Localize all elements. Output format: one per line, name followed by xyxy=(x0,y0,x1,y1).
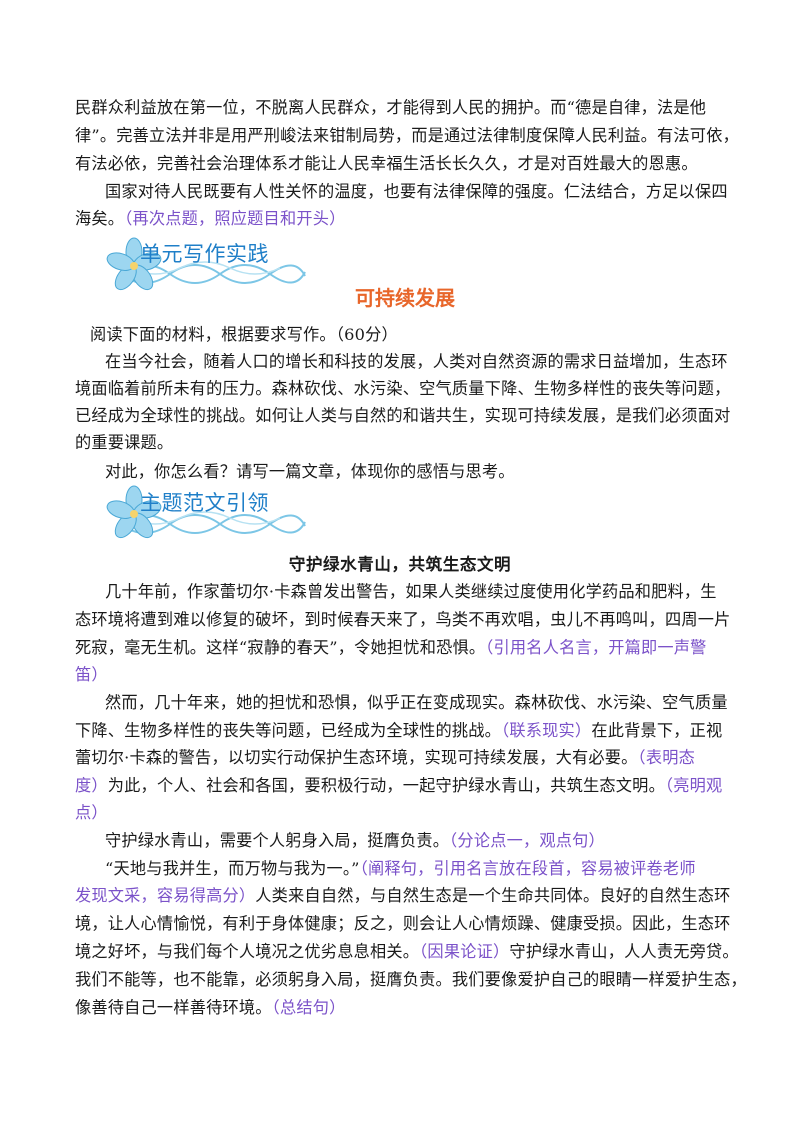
essay-text: 守护绿水青山，需要个人躬身入局，挺膺负责。 xyxy=(105,831,450,850)
section-banner-1 xyxy=(100,234,310,294)
essay-line: 几十年前，作家蕾切尔·卡森曾发出警告，如果人类继续过度使用化学药品和肥料，生 xyxy=(105,580,717,604)
essay-text: 守护绿水青山，人人责无旁贷。 xyxy=(509,942,739,961)
essay-text: 境之好坏，与我们每个人境况之优劣息息相关。 xyxy=(75,942,420,961)
essay-text: 几十年前，作家蕾切尔·卡森曾发出警告，如果人类继续过度使用化学药品和肥料，生 xyxy=(105,582,717,601)
annotation-note: 度） xyxy=(75,776,108,795)
annotation-note: 发现文采，容易得高分） xyxy=(75,886,256,905)
essay-line: 发现文采，容易得高分）人类来自自然，与自然生态是一个生命共同体。良好的自然生态环 xyxy=(75,884,731,908)
intro-line-3: 有法必依，完善社会治理体系才能让人民幸福生活长长久久，才是对百姓最大的恩惠。 xyxy=(75,154,698,173)
essay-line: 下降、生物多样性的丧失等问题，已经成为全球性的挑战。（联系现实）在此背景下，正视 xyxy=(75,719,722,743)
annotation-note: （分论点一，观点句） xyxy=(449,831,605,850)
essay-text: 境，让人心情愉悦，有利于身体健康；反之，则会让人心情烦躁、健康受损。因此，生态环 xyxy=(75,914,731,933)
essay-text: 然而，几十年来，她的担忧和恐惧，似乎正在变成现实。森林砍伐、水污染、空气质量 xyxy=(105,693,728,712)
annotation-note: （因果论证） xyxy=(419,942,510,961)
prompt-line-4: 已经成为全球性的挑战。如何让人类与自然的和谐共生，实现可持续发展，是我们必须面对 xyxy=(75,406,731,425)
annotation-note: （表明态 xyxy=(637,748,695,767)
section-title-model-essay: 主题范文引领 xyxy=(140,491,269,515)
wave-ribbon-icon xyxy=(119,511,306,534)
intro-line-5: 海矣。（再次点题，照应题目和开头） xyxy=(75,209,346,228)
intro-line-4: 国家对待人民既要有人性关怀的温度，也要有法律保障的强度。仁法结合，方足以保四 xyxy=(105,182,728,201)
prompt-line-5: 的重要课题。 xyxy=(75,433,174,452)
annotation-note: （亮明观 xyxy=(664,776,723,795)
annotation-note: 点） xyxy=(75,803,108,822)
flower-icon xyxy=(106,485,162,539)
annotation-note: （阐释句，引用名言放在段首，容易被评卷老师 xyxy=(359,859,696,878)
prompt-line-6: 对此，你怎么看？请写一篇文章，体现你的感悟与思考。 xyxy=(105,462,515,481)
essay-line: 守护绿水青山，需要个人躬身入局，挺膺负责。（分论点一，观点句） xyxy=(105,829,605,853)
essay-text: “天地与我并生，而万物与我为一。” xyxy=(105,859,360,878)
essay-text: 在此背景下，正视 xyxy=(591,721,723,740)
essay-line: 像善待自己一样善待环境。（总结句） xyxy=(75,996,346,1020)
annotation-note: （再次点题，照应题目和开头） xyxy=(124,209,346,228)
essay-line: 蕾切尔·卡森的警告，以切实行动保护生态环境，实现可持续发展，大有必要。（表明态 xyxy=(75,746,695,770)
essay-line: 我们不能等，也不能靠，必须躬身入局，挺膺负责。我们要像爱护自己的眼睛一样爱护生态… xyxy=(75,968,747,992)
annotation-note: （总结句） xyxy=(271,998,346,1017)
essay-line: 然而，几十年来，她的担忧和恐惧，似乎正在变成现实。森林砍伐、水污染、空气质量 xyxy=(105,691,728,715)
annotation-note: （引用名人名言，开篇即一声警 xyxy=(485,638,707,657)
essay-line: 境之好坏，与我们每个人境况之优劣息息相关。（因果论证）守护绿水青山，人人责无旁贷… xyxy=(75,940,739,964)
essay-line: 度）为此，个人、社会和各国，要积极行动，一起守护绿水青山，共筑生态文明。（亮明观 xyxy=(75,774,722,798)
essay-text: 像善待自己一样善待环境。 xyxy=(75,998,272,1017)
flower-icon xyxy=(106,237,162,291)
essay-line: 死寂，毫无生机。这样“寂静的春天”，令她担忧和恐惧。（引用名人名言，开篇即一声警 xyxy=(75,636,707,660)
prompt-line-2: 在当今社会，随着人口的增长和科技的发展，人类对自然资源的需求日益增加，生态环 xyxy=(105,352,728,371)
essay-title: 守护绿水青山，共筑生态文明 xyxy=(288,555,512,574)
essay-text: 我们不能等，也不能靠，必须躬身入局，挺膺负责。我们要像爱护自己的眼睛一样爱护生态… xyxy=(75,970,747,989)
essay-line: “天地与我并生，而万物与我为一。”（阐释句，引用名言放在段首，容易被评卷老师 xyxy=(105,857,696,881)
essay-text: 下降、生物多样性的丧失等问题，已经成为全球性的挑战。 xyxy=(75,721,502,740)
intro-line-1: 民群众利益放在第一位，不脱离人民群众，才能得到人民的拥护。而“德是自律，法是他 xyxy=(75,98,707,117)
annotation-note: （联系现实） xyxy=(501,721,592,740)
essay-text: 为此，个人、社会和各国，要积极行动，一起守护绿水青山，共筑生态文明。 xyxy=(107,776,665,795)
annotation-note: 笛） xyxy=(75,665,108,684)
section-banner-2 xyxy=(100,484,310,544)
essay-line: 点） xyxy=(75,801,108,825)
topic-title: 可持续发展 xyxy=(355,286,455,310)
essay-line: 笛） xyxy=(75,663,108,687)
essay-text: 态环境将遭到难以修复的破坏，到时候春天来了，鸟类不再欢唱，虫儿不再鸣叫，四周一片 xyxy=(75,610,731,629)
prompt-line-3: 境面临着前所未有的压力。森林砍伐、水污染、空气质量下降、生物多样性的丧失等问题， xyxy=(75,379,731,398)
intro-line-2: 律”。完善立法并非是用严刑峻法来钳制局势，而是通过法律制度保障人民利益。有法可依… xyxy=(75,126,739,145)
prompt-line-1: 阅读下面的材料，根据要求写作。（60分） xyxy=(90,325,398,344)
section-title-practice: 单元写作实践 xyxy=(140,242,269,266)
essay-text: 死寂，毫无生机。这样“寂静的春天”，令她担忧和恐惧。 xyxy=(75,638,486,657)
essay-line: 境，让人心情愉悦，有利于身体健康；反之，则会让人心情烦躁、健康受损。因此，生态环 xyxy=(75,912,731,936)
essay-text: 人类来自自然，与自然生态是一个生命共同体。良好的自然生态环 xyxy=(255,886,731,905)
essay-text: 蕾切尔·卡森的警告，以切实行动保护生态环境，实现可持续发展，大有必要。 xyxy=(75,748,638,767)
essay-line: 态环境将遭到难以修复的破坏，到时候春天来了，鸟类不再欢唱，虫儿不再鸣叫，四周一片 xyxy=(75,608,731,632)
